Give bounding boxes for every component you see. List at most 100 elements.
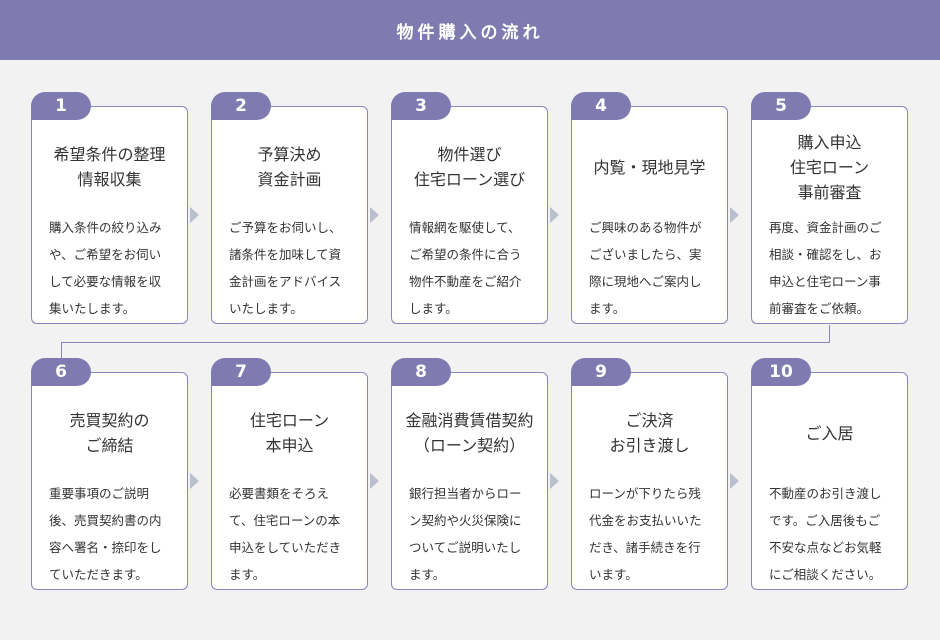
step-description-line: 銀行担当者からロー [409,486,522,501]
step-description-line: 不動産のお引き渡し [769,486,882,501]
step-description-line: 容へ署名・捺印をし [49,540,162,555]
step-title-line: 住宅ローン選び [413,170,526,189]
step-description: ご興味のある物件がございましたら、実際に現地へご案内します。 [589,214,719,322]
step-description: ご予算をお伺いし、諸条件を加味して資金計画をアドバイスいたします。 [229,214,359,322]
step-title-line: お引き渡し [609,436,690,455]
step-description-line: 必要書類をそろえ [229,486,330,501]
step-card: 7 住宅ローン本申込必要書類をそろえて、住宅ローンの本申込をしていただきます。 [211,358,368,590]
step-title: 金融消費賃借契約 （ローン契約） [392,393,547,473]
step-description-line: 購入条件の絞り込み [49,220,162,235]
step-description: 購入条件の絞り込みや、ご希望をお伺いして必要な情報を収集いたします。 [49,214,179,322]
step-title-line: 売買契約の [69,411,150,430]
step-title: 予算決め資金計画 [212,127,367,207]
step-number-badge: 5 [751,92,811,120]
step-description-line: 際に現地へご案内し [589,274,702,289]
step-description: 情報網を駆使して、ご希望の条件に合う物件不動産をご紹介します。 [409,214,539,322]
step-description: 重要事項のご説明後、売買契約書の内容へ署名・捺印をしていただきます。 [49,480,179,588]
step-number-badge: 4 [571,92,631,120]
step-title-line: ご締結 [85,436,134,455]
step-title-line: 住宅ローン [249,411,330,430]
step-title-line: 購入申込 [797,132,862,152]
row-connector-line [61,342,830,343]
step-description-line: 諸条件を加味して資 [229,247,342,262]
chevron-right-icon [730,207,739,223]
step-description: 再度、資金計画のご相談・確認をし、お申込と住宅ローン事前審査をご依頼。 [769,214,899,322]
step-description-line: や、ご希望をお伺い [49,247,162,262]
step-description-line: ていただきます。 [49,567,148,582]
step-description-line: だき、諸手続きを行 [589,540,701,555]
step-description: ローンが下りたら残代金をお支払いいただき、諸手続きを行います。 [589,480,719,588]
chevron-right-icon [370,473,379,489]
step-title: 物件選び住宅ローン選び [392,127,547,207]
chevron-right-icon [370,207,379,223]
step-number-badge: 10 [751,358,811,386]
step-description-line: 代金をお支払いいた [589,513,702,528]
chevron-right-icon [730,473,739,489]
step-description-line: 情報網を駆使して、 [409,220,521,235]
step-card: 2 予算決め資金計画ご予算をお伺いし、諸条件を加味して資金計画をアドバイスいたしま… [211,92,368,324]
page-header: 物件購入の流れ [0,0,940,60]
step-title: 売買契約のご締結 [32,393,187,473]
step-title-line: 事前審査 [797,182,862,202]
step-title: 内覧・現地見学 [572,127,727,207]
step-number-badge: 8 [391,358,451,386]
step-title-line: 住宅ローン [789,157,870,177]
step-description-line: ご予算をお伺いし、 [229,220,342,235]
step-title: ご決済お引き渡し [572,393,727,473]
step-description-line: 集いたします。 [49,301,136,316]
step-title: 購入申込住宅ローン事前審査 [752,127,907,207]
step-title: 住宅ローン本申込 [212,393,367,473]
step-description-line: ます。 [229,567,266,582]
step-description-line: いたします。 [229,301,303,316]
step-description: 銀行担当者からローン契約や火災保険についてご説明いたします。 [409,480,539,588]
step-number: 9 [595,362,607,382]
step-title-line: 金融消費賃借契約 [405,411,534,430]
step-card: 4 内覧・現地見学ご興味のある物件がございましたら、実際に現地へご案内します。 [571,92,728,324]
step-number: 5 [775,96,787,116]
step-description-line: て、住宅ローンの本 [229,513,341,528]
step-description-line: ン契約や火災保険に [409,513,522,528]
step-description-line: 前審査をご依頼。 [769,301,870,316]
step-description-line: 物件不動産をご紹介 [409,274,522,289]
step-number-badge: 6 [31,358,91,386]
page-title: 物件購入の流れ [396,22,544,43]
step-title-line: 予算決め [257,145,322,164]
step-description-line: 不安な点などお気軽 [769,540,882,555]
step-number: 7 [235,362,247,382]
step-title-line: 情報収集 [77,170,142,189]
step-description-line: ございましたら、実 [589,247,702,262]
step-number-badge: 3 [391,92,451,120]
step-title-line: ご入居 [805,423,854,443]
step-description-line: 再度、資金計画のご [769,220,882,235]
step-number: 2 [235,96,247,116]
step-number: 3 [415,96,427,116]
step-description-line: します。 [409,301,458,316]
step-description-line: ご希望の条件に合う [409,247,522,262]
chevron-right-icon [190,207,199,223]
step-description-line: 申込と住宅ローン事 [769,274,881,289]
step-title: ご入居 [752,393,907,473]
step-number-badge: 2 [211,92,271,120]
step-number-badge: 7 [211,358,271,386]
step-title-line: （ローン契約） [413,436,526,455]
step-description-line: して必要な情報を収 [49,274,162,289]
step-number: 8 [415,362,427,382]
step-description-line: 後、売買契約書の内 [49,513,162,528]
step-number: 6 [55,362,67,382]
step-card: 10 ご入居不動産のお引き渡しです。ご入居後もご不安な点などお気軽にご相談ください… [751,358,908,590]
step-description-line: ます。 [409,567,446,582]
step-title-line: ご決済 [625,411,674,430]
step-description: 不動産のお引き渡しです。ご入居後もご不安な点などお気軽にご相談ください。 [769,480,899,588]
step-description-line: 申込をしていただき [229,540,342,555]
step-number-badge: 9 [571,358,631,386]
step-title-line: 資金計画 [257,170,322,189]
chevron-right-icon [550,207,559,223]
step-description-line: ローンが下りたら残 [589,486,701,501]
step-description-line: ついてご説明いたし [409,540,522,555]
step-description-line: にご相談ください。 [769,567,882,582]
row-connector-line [61,342,62,358]
row-connector-line [829,325,830,343]
step-description-line: ご興味のある物件が [589,220,702,235]
